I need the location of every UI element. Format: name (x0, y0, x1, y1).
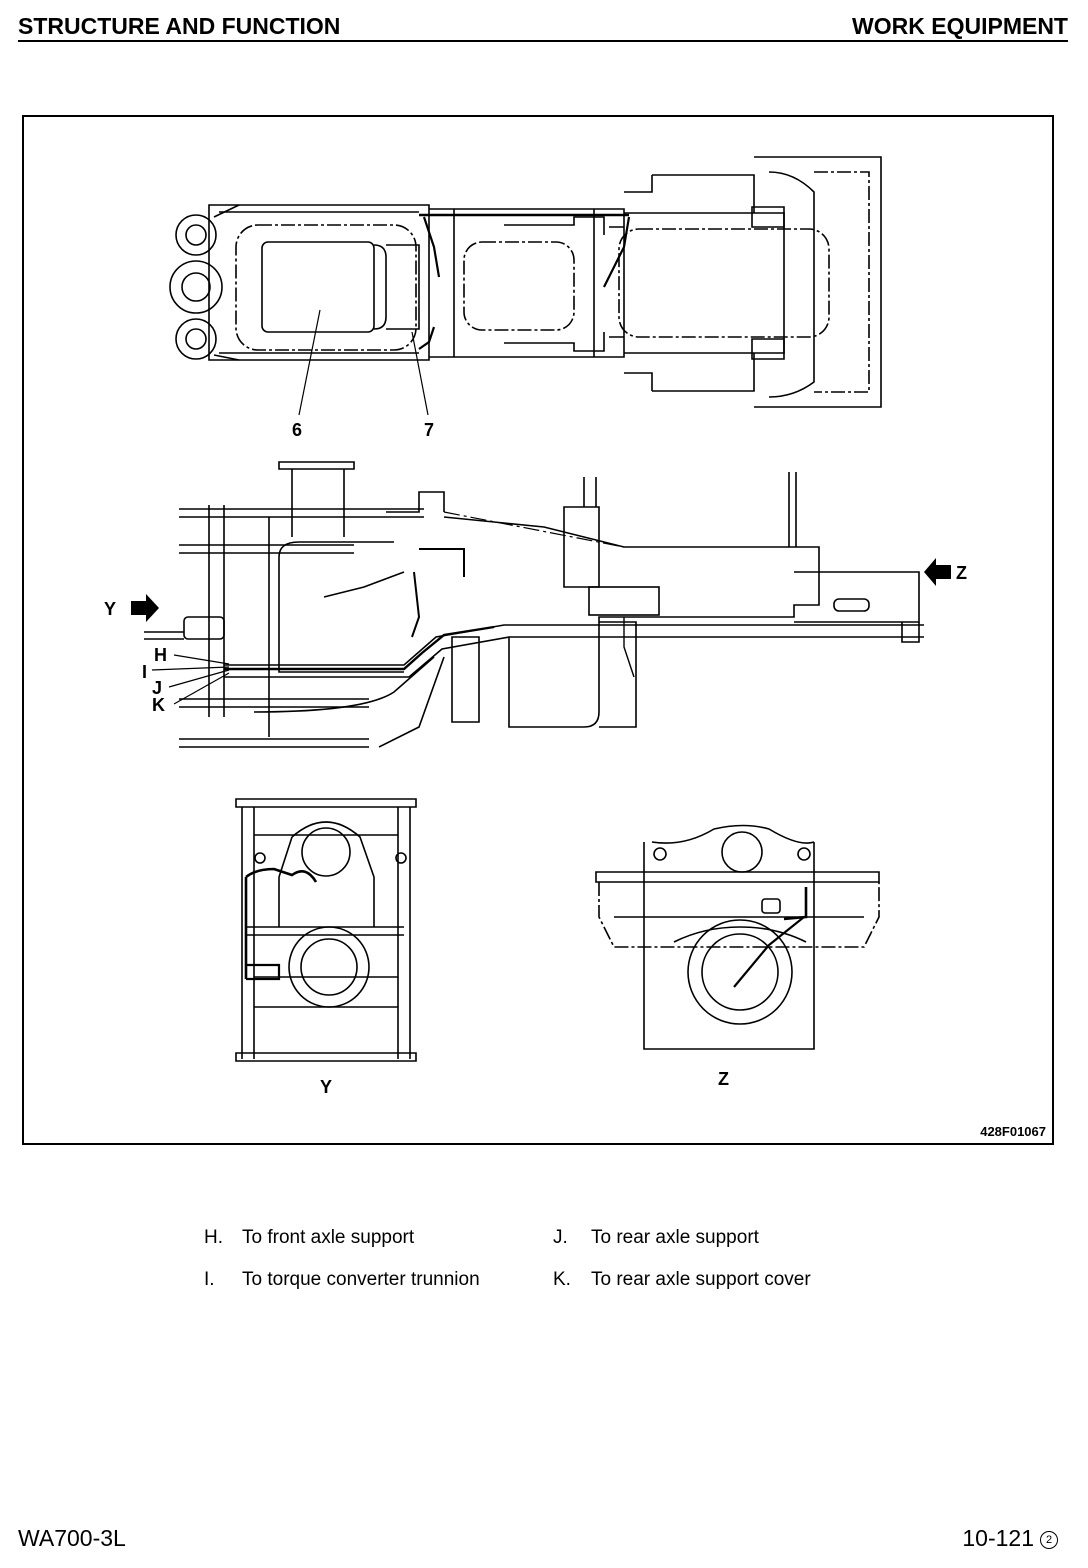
header-chapter-title: WORK EQUIPMENT (852, 13, 1068, 39)
plan-view (169, 156, 882, 416)
legend-text: To rear axle support cover (591, 1269, 811, 1290)
callout-7: 7 (424, 420, 435, 440)
side-view (131, 461, 951, 748)
view-y (235, 798, 417, 1062)
legend-item-i: I. To torque converter trunnion (204, 1268, 480, 1292)
legend-key: J. (553, 1227, 568, 1248)
footer-page: 10-121 2 (962, 1524, 1058, 1552)
legend-text: To rear axle support (591, 1227, 759, 1248)
legend-key: I. (204, 1269, 215, 1290)
legend-key: K. (553, 1269, 571, 1290)
footer-model: WA700-3L (18, 1525, 126, 1551)
callout-6: 6 (292, 420, 303, 440)
drawing-linework (131, 156, 951, 1062)
header-rule (18, 40, 1068, 42)
revision-mark: 2 (1040, 1530, 1058, 1549)
header-section-title: STRUCTURE AND FUNCTION (18, 13, 341, 39)
legend-key: H. (204, 1227, 223, 1248)
legend-item-k: K. To rear axle support cover (553, 1268, 811, 1292)
callout-k: K (152, 695, 165, 715)
figure-code: 428F01067 (980, 1124, 1046, 1139)
view-z-label: Z (718, 1069, 729, 1089)
technical-drawing: 6 7 Y Z H I J K Y Z 428F01067 (22, 115, 1054, 1145)
view-y-label: Y (320, 1077, 333, 1097)
view-z (595, 824, 880, 1050)
callout-i: I (142, 662, 148, 682)
legend-item-j: J. To rear axle support (553, 1226, 759, 1250)
page-number: 10-121 (962, 1525, 1034, 1551)
callout-j: J (152, 678, 163, 698)
callout-arrow-y: Y (104, 599, 117, 619)
legend-item-h: H. To front axle support (204, 1226, 414, 1250)
callout-arrow-z: Z (956, 563, 967, 583)
legend-text: To front axle support (242, 1227, 415, 1248)
callout-h: H (154, 645, 167, 665)
legend-text: To torque converter trunnion (242, 1269, 480, 1290)
